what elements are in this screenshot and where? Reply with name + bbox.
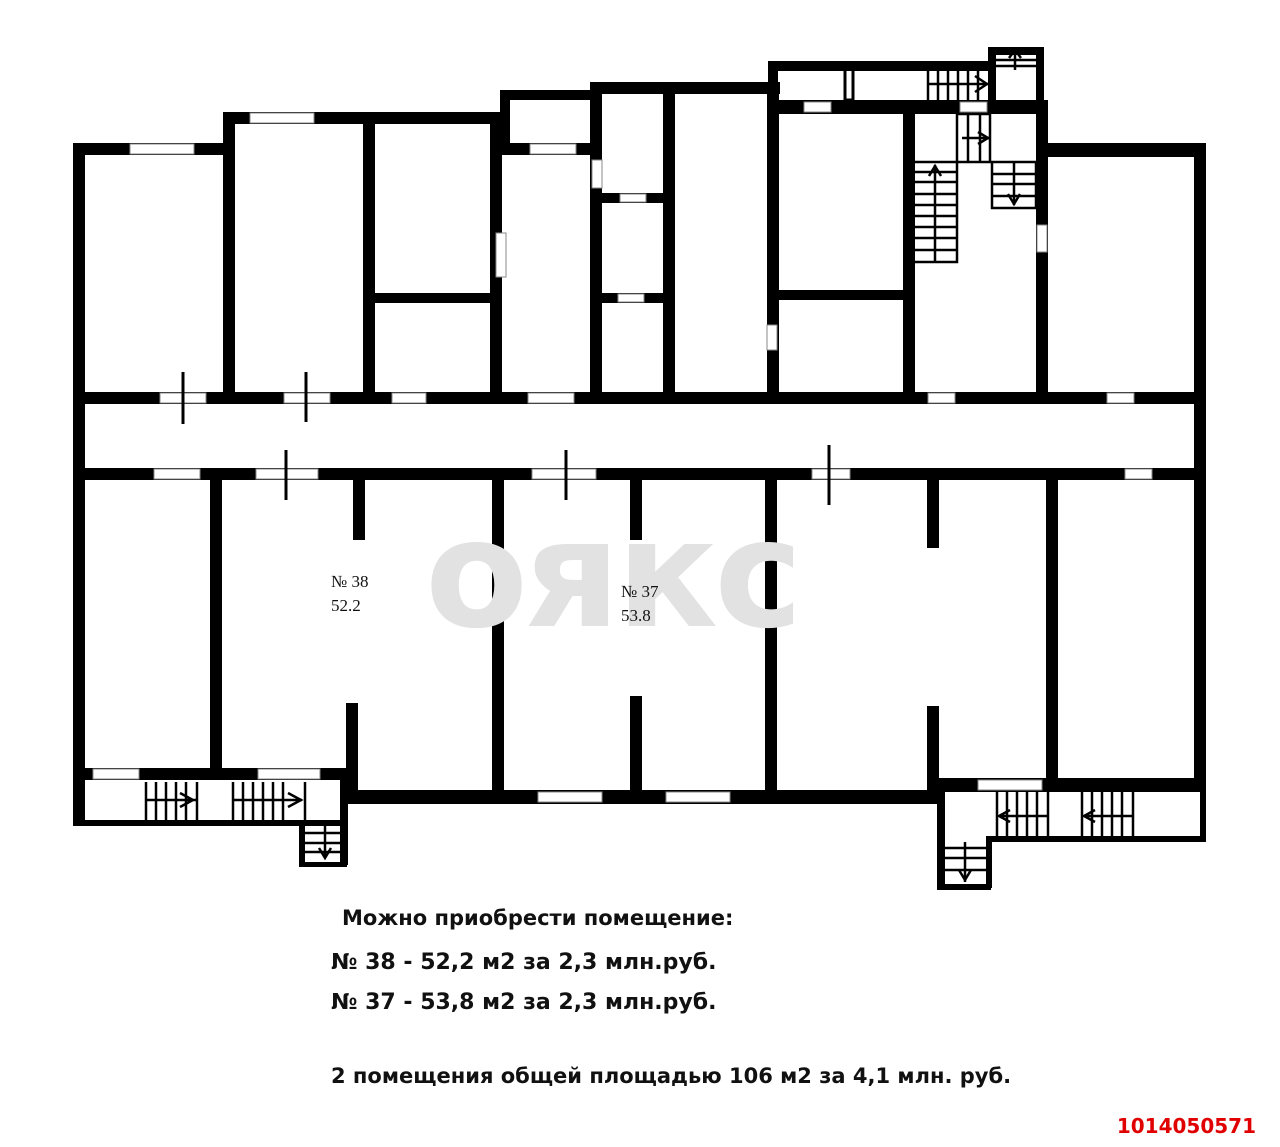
floor-plan (73, 47, 1206, 890)
room-38-label: № 38 52.2 (331, 570, 368, 618)
room-38-number: № 38 (331, 572, 369, 591)
staircase-bottom-left (144, 782, 340, 861)
room-37-number: № 37 (621, 582, 659, 601)
room-37-label: № 37 53.8 (621, 580, 658, 628)
listing-id: 1014050571 (1116, 1114, 1256, 1138)
room-38-area: 52.2 (331, 596, 361, 615)
offer-room-38: № 38 - 52,2 м2 за 2,3 млн.руб. (331, 950, 717, 975)
watermark-logo: оякс (425, 488, 803, 662)
offer-room-37: № 37 - 53,8 м2 за 2,3 млн.руб. (331, 990, 717, 1015)
offer-heading: Можно приобрести помещение: (342, 906, 734, 930)
room-37-area: 53.8 (621, 606, 651, 625)
staircase-top (911, 47, 1038, 264)
offer-total: 2 помещения общей площадью 106 м2 за 4,1… (331, 1064, 1012, 1088)
staircase-bottom-right (945, 792, 1135, 883)
